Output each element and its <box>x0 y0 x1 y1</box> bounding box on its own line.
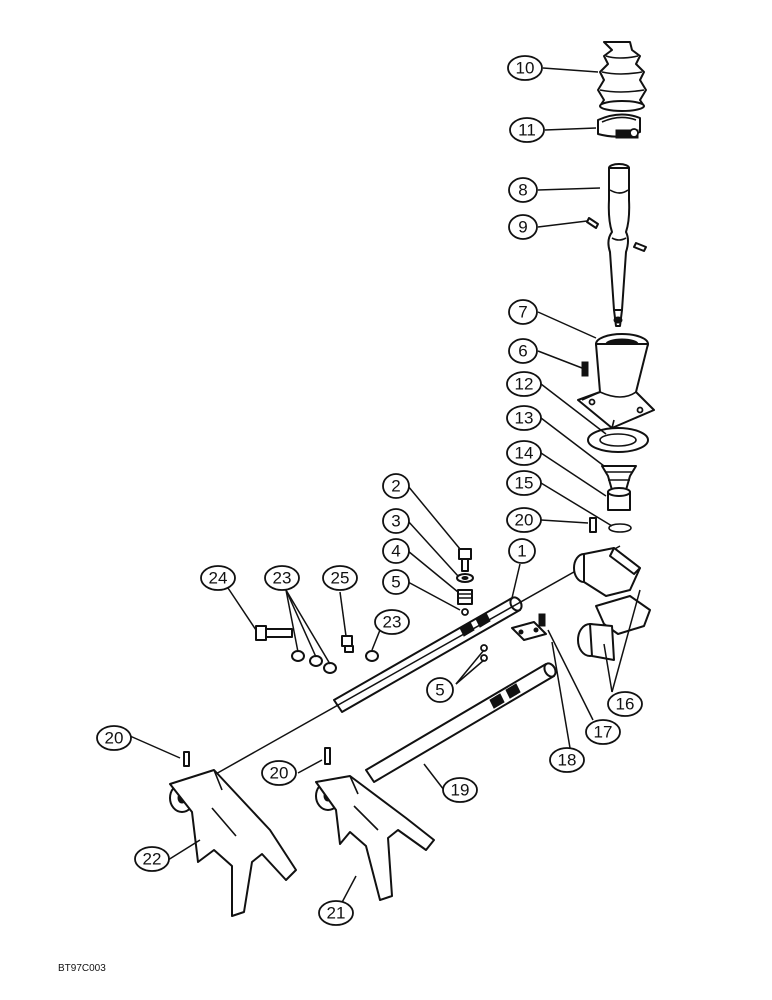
svg-text:16: 16 <box>616 695 635 714</box>
callout-20-left: 20 <box>96 725 132 751</box>
callout-17: 17 <box>585 719 621 745</box>
svg-text:10: 10 <box>516 59 535 78</box>
callout-1: 1 <box>508 538 536 564</box>
drawing-code: BT97C003 <box>58 963 106 974</box>
callout-22: 22 <box>134 846 170 872</box>
svg-text:5: 5 <box>435 681 444 700</box>
svg-text:20: 20 <box>515 511 534 530</box>
part-shift-fork-22 <box>169 769 297 917</box>
callout-13: 13 <box>506 405 542 431</box>
callout-19: 19 <box>442 777 478 803</box>
svg-text:1: 1 <box>517 542 526 561</box>
part-bolt-25 <box>341 635 354 653</box>
part-lever-housing <box>577 333 655 429</box>
part-pins-20 <box>183 517 597 767</box>
svg-text:3: 3 <box>391 512 400 531</box>
part-snap-ring <box>608 523 632 533</box>
callout-20-middle: 20 <box>261 760 297 786</box>
callout-21: 21 <box>318 900 354 926</box>
part-bolt-6 <box>581 361 589 377</box>
svg-text:7: 7 <box>518 303 527 322</box>
part-shift-rail-lower <box>365 662 557 783</box>
part-lower-boot <box>601 465 637 491</box>
callout-20-top: 20 <box>506 507 542 533</box>
callout-9: 9 <box>508 214 538 240</box>
part-bolt-24 <box>255 625 293 641</box>
part-detent-stack <box>456 548 474 616</box>
svg-text:8: 8 <box>518 181 527 200</box>
callout-23-right: 23 <box>374 609 410 635</box>
leader-lines <box>129 67 641 911</box>
callout-7: 7 <box>508 299 538 325</box>
svg-text:15: 15 <box>515 474 534 493</box>
callout-15: 15 <box>506 470 542 496</box>
svg-text:22: 22 <box>143 850 162 869</box>
svg-text:25: 25 <box>331 569 350 588</box>
callout-10: 10 <box>507 55 543 81</box>
callouts: 10 11 8 9 7 6 12 13 14 15 20 2 3 4 5 1 2… <box>96 55 643 926</box>
svg-text:24: 24 <box>209 569 228 588</box>
part-gasket <box>587 427 649 453</box>
callout-8: 8 <box>508 177 538 203</box>
svg-text:21: 21 <box>327 904 346 923</box>
svg-text:6: 6 <box>518 342 527 361</box>
part-shift-block-upper <box>573 547 641 597</box>
part-shift-lever <box>607 163 631 327</box>
callout-11: 11 <box>509 117 545 143</box>
svg-text:12: 12 <box>515 375 534 394</box>
svg-text:18: 18 <box>558 751 577 770</box>
svg-text:23: 23 <box>383 613 402 632</box>
svg-text:13: 13 <box>515 409 534 428</box>
callout-2: 2 <box>382 473 410 499</box>
callout-5-lower: 5 <box>426 677 454 703</box>
callout-23-left: 23 <box>264 565 300 591</box>
svg-text:2: 2 <box>391 477 400 496</box>
callout-16: 16 <box>607 691 643 717</box>
svg-text:5: 5 <box>391 573 400 592</box>
callout-18: 18 <box>549 747 585 773</box>
part-balls-5 <box>480 644 488 662</box>
part-bushing <box>607 487 631 511</box>
callout-24: 24 <box>200 565 236 591</box>
part-nuts-23 <box>291 650 379 674</box>
part-shift-block-lower <box>577 595 651 661</box>
svg-text:9: 9 <box>518 218 527 237</box>
svg-text:20: 20 <box>105 729 124 748</box>
part-boot <box>597 41 647 112</box>
part-screw-17 <box>538 613 546 627</box>
svg-text:14: 14 <box>515 444 534 463</box>
callout-14: 14 <box>506 440 542 466</box>
callout-3: 3 <box>382 508 410 534</box>
part-plate-18 <box>511 621 547 641</box>
callout-5-upper: 5 <box>382 569 410 595</box>
svg-text:23: 23 <box>273 569 292 588</box>
svg-text:17: 17 <box>594 723 613 742</box>
callout-25: 25 <box>322 565 358 591</box>
part-shift-fork-21 <box>315 775 435 901</box>
callout-4: 4 <box>382 538 410 564</box>
svg-text:20: 20 <box>270 764 289 783</box>
callout-6: 6 <box>508 338 538 364</box>
svg-text:11: 11 <box>518 121 536 140</box>
part-roll-pins <box>586 217 647 252</box>
svg-text:19: 19 <box>451 781 470 800</box>
callout-12: 12 <box>506 371 542 397</box>
svg-text:4: 4 <box>391 542 400 561</box>
part-hose-clamp <box>597 113 641 139</box>
